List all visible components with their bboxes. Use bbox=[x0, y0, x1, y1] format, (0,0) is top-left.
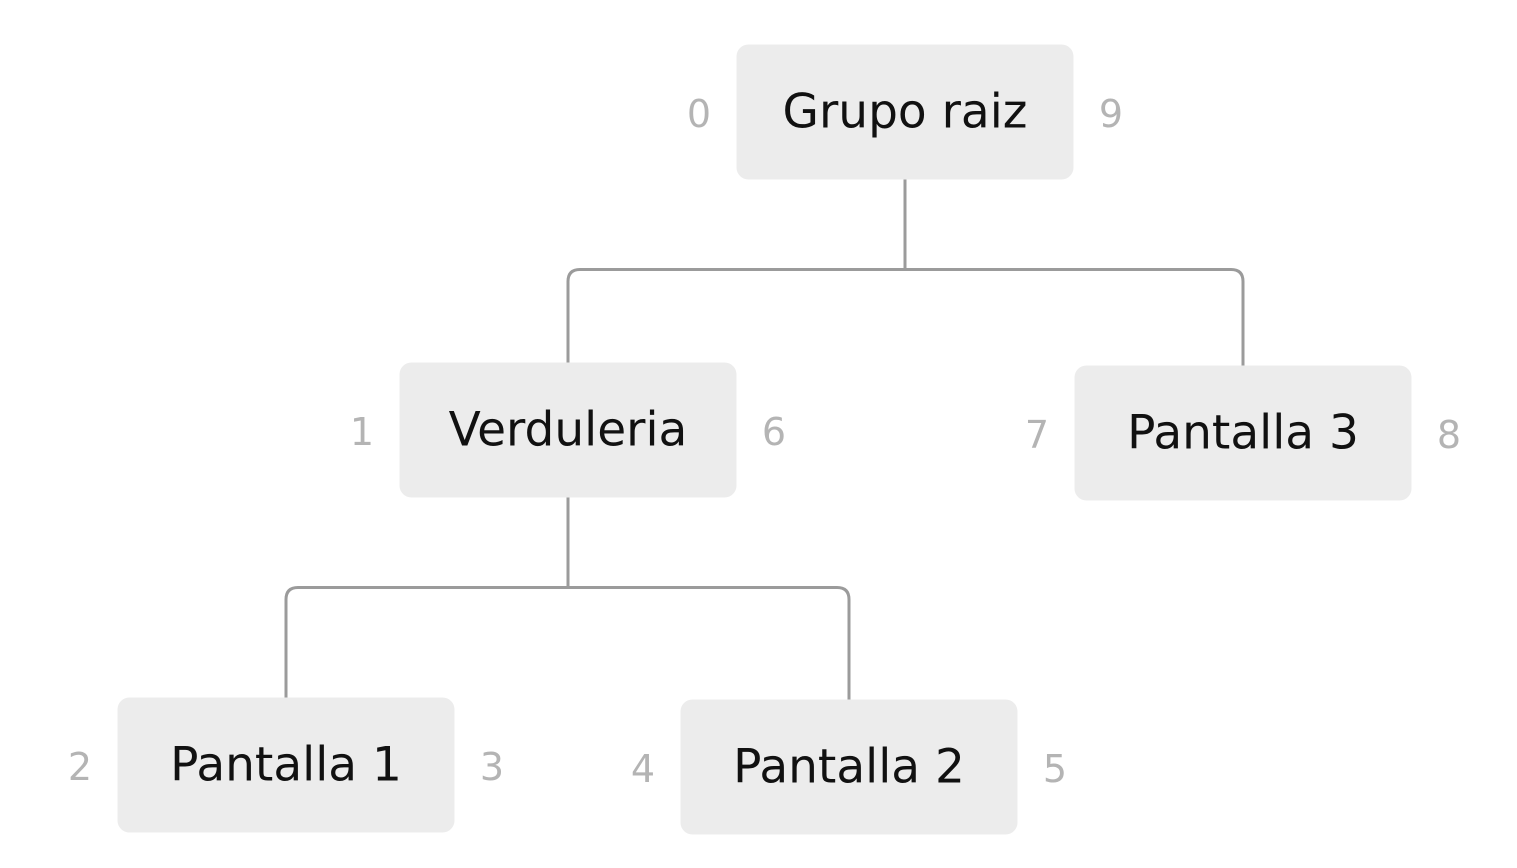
node-right-index: 3 bbox=[480, 745, 504, 789]
node-left-index: 7 bbox=[1025, 413, 1049, 457]
node-right-index: 9 bbox=[1099, 92, 1123, 136]
node-label: Pantalla 2 bbox=[733, 740, 965, 795]
tree-node-pantalla-3[interactable]: Pantalla 3 7 8 bbox=[1025, 365, 1461, 501]
node-label: Grupo raiz bbox=[783, 85, 1028, 140]
connector-branch-verduleria bbox=[284, 586, 851, 701]
node-right-index: 8 bbox=[1437, 413, 1461, 457]
tree-node-pantalla-1[interactable]: Pantalla 1 2 3 bbox=[68, 697, 504, 833]
node-right-index: 6 bbox=[762, 410, 786, 454]
connectors bbox=[284, 178, 1245, 701]
node-left-index: 1 bbox=[350, 410, 374, 454]
node-left-index: 2 bbox=[68, 745, 92, 789]
node-box[interactable] bbox=[680, 699, 1018, 835]
node-box[interactable] bbox=[399, 362, 737, 498]
connector-branch-root bbox=[566, 268, 1245, 367]
node-box[interactable] bbox=[1074, 365, 1412, 501]
node-box[interactable] bbox=[117, 697, 455, 833]
tree-node-verduleria[interactable]: Verduleria 1 6 bbox=[350, 362, 786, 498]
node-label: Pantalla 3 bbox=[1127, 406, 1359, 461]
node-left-index: 0 bbox=[687, 92, 711, 136]
tree-node-pantalla-2[interactable]: Pantalla 2 4 5 bbox=[631, 699, 1067, 835]
node-label: Verduleria bbox=[449, 403, 688, 458]
tree-node-root[interactable]: Grupo raiz 0 9 bbox=[687, 44, 1123, 180]
node-label: Pantalla 1 bbox=[170, 738, 402, 793]
node-left-index: 4 bbox=[631, 747, 655, 791]
node-right-index: 5 bbox=[1043, 747, 1067, 791]
node-box[interactable] bbox=[736, 44, 1074, 180]
